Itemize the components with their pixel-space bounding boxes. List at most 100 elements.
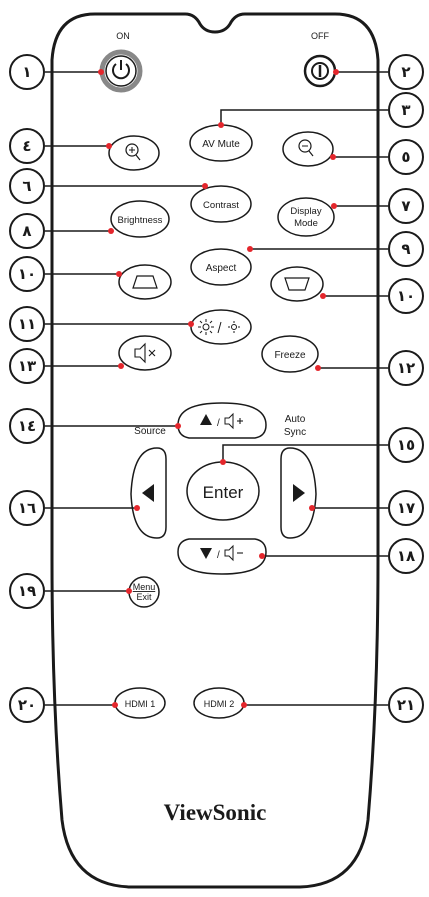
callout-circle — [388, 687, 424, 723]
brightness-button[interactable]: Brightness — [110, 200, 170, 238]
callout-dot — [98, 69, 104, 75]
av-mute-button[interactable]: AV Mute — [189, 124, 253, 162]
callout-circle — [9, 306, 45, 342]
display-mode-label-2: Mode — [294, 218, 318, 229]
callout-number: ٧ — [401, 197, 410, 215]
callout-circle — [9, 348, 45, 384]
callout-dot — [106, 143, 112, 149]
callout-number: ٩ — [401, 240, 410, 258]
freeze-label: Freeze — [274, 350, 306, 361]
callout-circle — [388, 188, 424, 224]
callout-circle — [9, 490, 45, 526]
callout-dot — [333, 69, 339, 75]
callout-dot — [220, 459, 226, 465]
callout-leader-line — [222, 444, 388, 462]
source-label: Source — [134, 426, 166, 437]
callout-7: ٧ — [331, 188, 424, 224]
power-on-button[interactable] — [99, 49, 143, 93]
callout-number: ١٦ — [18, 499, 36, 517]
callout-number: ١٨ — [397, 547, 415, 565]
callout-leader-line — [220, 109, 388, 125]
right-button[interactable] — [280, 447, 317, 539]
callout-dot — [218, 122, 224, 128]
callout-dot — [309, 505, 315, 511]
callout-circle — [388, 350, 424, 386]
callout-2: ٢ — [333, 54, 424, 90]
callout-18: ١٧ — [309, 490, 424, 526]
arrow-left-icon — [142, 484, 154, 502]
callout-dot — [202, 183, 208, 189]
callout-5: ٥ — [330, 139, 424, 175]
contrast-button[interactable]: Contrast — [190, 185, 252, 223]
callout-number: ٢١ — [397, 696, 415, 714]
callout-circle — [9, 573, 45, 609]
svg-text:/: / — [217, 418, 220, 429]
brightness-sun-icon — [198, 319, 240, 335]
callout-number: ٢ — [401, 63, 410, 81]
callout-dot — [134, 505, 140, 511]
menu-label: Menu — [133, 582, 156, 592]
callout-20: ١٩ — [9, 573, 132, 609]
hdmi2-button[interactable]: HDMI 2 — [193, 687, 245, 719]
up-volume-plus-button[interactable]: / — [177, 402, 267, 439]
callout-22: ٢١ — [241, 687, 424, 723]
callout-17: ١٦ — [9, 490, 140, 526]
contrast-label: Contrast — [203, 200, 239, 211]
hdmi1-button[interactable]: HDMI 1 — [114, 687, 166, 719]
down-volume-minus-button[interactable]: / — [177, 538, 267, 575]
callout-11: ١٠ — [320, 278, 424, 314]
callout-circle — [388, 139, 424, 175]
callout-number: ٣ — [401, 101, 410, 119]
aspect-button[interactable]: Aspect — [190, 248, 252, 286]
mute-button[interactable] — [118, 335, 172, 371]
zoom-out-button[interactable] — [282, 131, 334, 167]
callout-dot — [247, 246, 253, 252]
zoom-in-button[interactable] — [108, 135, 160, 171]
callout-number: ٦ — [22, 177, 31, 195]
callout-3: ٣ — [218, 92, 424, 128]
callout-circle — [388, 490, 424, 526]
callout-circle — [388, 92, 424, 128]
callout-21: ٢٠ — [9, 687, 118, 723]
brightness-label: Brightness — [118, 215, 163, 226]
callout-number: ١١ — [18, 315, 36, 333]
callout-circle — [9, 256, 45, 292]
callout-number: ١ — [22, 63, 31, 81]
left-button[interactable] — [130, 447, 167, 539]
callout-13: ١٢ — [315, 350, 424, 386]
enter-button[interactable]: Enter — [186, 461, 260, 521]
keystone-down-button[interactable] — [270, 266, 324, 302]
callout-4: ٤ — [9, 128, 112, 164]
display-mode-button[interactable]: Display Mode — [277, 197, 335, 237]
freeze-button[interactable]: Freeze — [261, 335, 319, 373]
callout-circle — [9, 687, 45, 723]
callout-number: ٨ — [22, 222, 31, 240]
trapezoid-up-icon — [132, 275, 158, 289]
callout-dot — [112, 702, 118, 708]
callout-circle — [9, 168, 45, 204]
on-label: ON — [116, 31, 130, 41]
arrow-right-icon — [293, 484, 305, 502]
callout-circle — [388, 54, 424, 90]
hdmi2-label: HDMI 2 — [204, 699, 235, 709]
hdmi1-label: HDMI 1 — [125, 699, 156, 709]
menu-exit-button[interactable]: Menu Exit — [128, 576, 160, 608]
arrow-up-volume-plus-icon: / — [200, 412, 243, 430]
callout-number: ١٤ — [18, 417, 36, 435]
power-off-button[interactable] — [303, 54, 337, 88]
speaker-mute-icon — [134, 342, 156, 364]
callout-circle — [388, 278, 424, 314]
callout-dot — [118, 363, 124, 369]
callout-1: ١ — [9, 54, 104, 90]
auto-sync-label-1: Auto — [285, 414, 306, 425]
av-mute-label: AV Mute — [202, 139, 240, 150]
light-mode-button[interactable] — [190, 309, 252, 345]
callout-dot — [331, 203, 337, 209]
callout-circle — [388, 538, 424, 574]
callout-dot — [116, 271, 122, 277]
trapezoid-down-icon — [284, 277, 310, 291]
keystone-up-button[interactable] — [118, 264, 172, 300]
callout-dot — [315, 365, 321, 371]
